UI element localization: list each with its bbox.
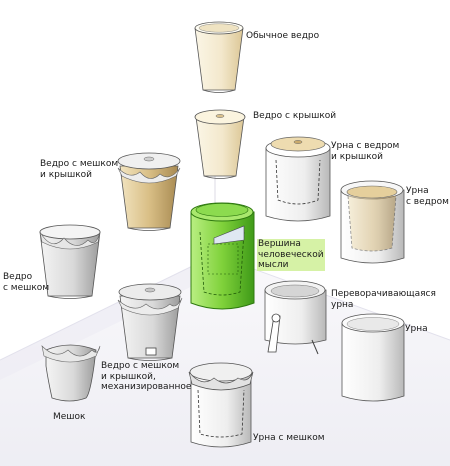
label-pinnacle: Вершина человеческой мысли (257, 239, 325, 271)
lidded-bucket-figure (194, 109, 246, 179)
label-urn-bucket-lid: Урна с ведром и крышкой (331, 141, 400, 162)
label-sack: Мешок (53, 412, 86, 422)
tipping-urn-figure (264, 280, 327, 355)
label-bag-lid-bucket: Ведро с мешком и крышкой (40, 159, 119, 180)
ordinary-bucket-figure (194, 21, 244, 93)
sack-figure (41, 344, 101, 402)
urn-figure (341, 313, 405, 402)
pinnacle-figure (190, 202, 255, 310)
mechanized-bucket-figure (117, 283, 183, 361)
bag-lid-bucket-figure (117, 152, 181, 231)
label-urn-bag: Урна с мешком (253, 433, 325, 443)
label-ordinary-bucket: Обычное ведро (246, 31, 320, 41)
bag-bucket-figure (39, 224, 101, 299)
label-tipping-urn: Переворачивающаяся урна (331, 289, 436, 310)
urn-bucket-figure (340, 180, 405, 264)
urn-bucket-lid-figure (265, 136, 331, 222)
label-bag-bucket: Ведро с мешком (3, 272, 50, 293)
label-mechanized-bucket: Ведро с мешком и крышкой, механизированн… (101, 361, 192, 392)
label-urn-bucket: Урна с ведром (406, 186, 449, 207)
urn-bag-figure (188, 362, 254, 448)
label-urn: Урна (405, 324, 428, 334)
label-lidded-bucket: Ведро с крышкой (253, 111, 337, 121)
